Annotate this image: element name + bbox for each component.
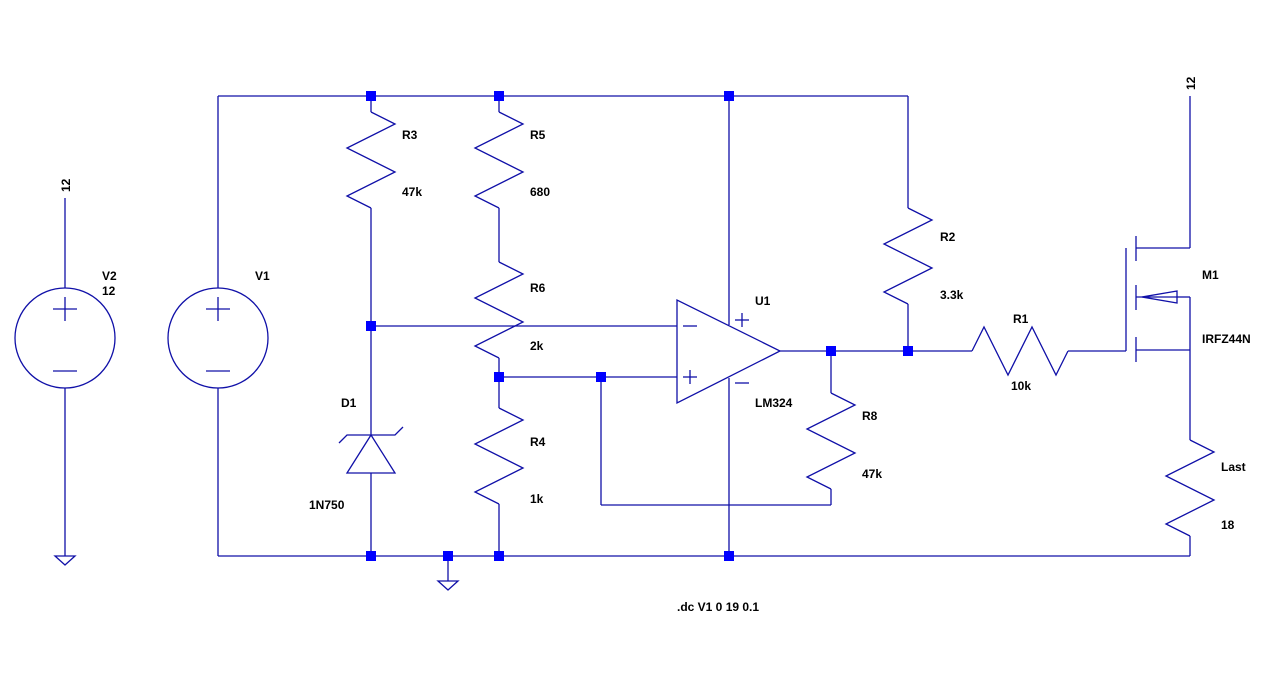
r4-value-label: 1k: [530, 492, 544, 506]
junction-dot: [366, 321, 376, 331]
r6-name-label: R6: [530, 281, 546, 295]
m1-mosfet[interactable]: [1125, 96, 1191, 440]
r2-resistor[interactable]: [882, 96, 934, 351]
junction-dot: [366, 551, 376, 561]
junction-dot: [903, 346, 913, 356]
junction-dot: [366, 91, 376, 101]
junction-dot: [596, 372, 606, 382]
junction-dot: [724, 551, 734, 561]
spice-directive[interactable]: .dc V1 0 19 0.1: [677, 600, 759, 614]
junction-dots: [366, 91, 913, 561]
u1-name-label: U1: [755, 294, 771, 308]
r6-value-label: 2k: [530, 339, 544, 353]
r5-resistor[interactable]: [473, 96, 525, 262]
m1-name-label: M1: [1202, 268, 1219, 282]
d1-zener-diode[interactable]: [338, 326, 404, 556]
v2-source[interactable]: [14, 198, 116, 556]
m1-value-label: IRFZ44N: [1202, 332, 1251, 346]
junction-dot: [494, 91, 504, 101]
load-resistor[interactable]: [1164, 439, 1216, 556]
m1-net-label: 12: [1184, 76, 1198, 90]
d1-name-label: D1: [341, 396, 357, 410]
v2-net-label: 12: [59, 178, 73, 192]
v1-source[interactable]: [167, 96, 269, 556]
ground-symbol: [53, 555, 77, 566]
r3-value-label: 47k: [402, 185, 422, 199]
r4-name-label: R4: [530, 435, 546, 449]
junction-dot: [826, 346, 836, 356]
u1-opamp[interactable]: [676, 96, 972, 556]
r5-value-label: 680: [530, 185, 550, 199]
ground-symbol: [436, 556, 460, 591]
d1-value-label: 1N750: [309, 498, 345, 512]
r3-resistor[interactable]: [345, 96, 397, 326]
load-name-label: Last: [1221, 460, 1246, 474]
r3-name-label: R3: [402, 128, 418, 142]
u1-value-label: LM324: [755, 396, 793, 410]
junction-dot: [443, 551, 453, 561]
junction-dot: [724, 91, 734, 101]
load-value-label: 18: [1221, 518, 1235, 532]
r8-name-label: R8: [862, 409, 878, 423]
v2-name-label: V2: [102, 269, 117, 283]
r4-resistor[interactable]: [473, 407, 525, 556]
reference-wire: [371, 325, 831, 506]
r1-resistor[interactable]: [971, 325, 1126, 377]
junction-dot: [494, 372, 504, 382]
v2-value-label: 12: [102, 284, 116, 298]
r8-value-label: 47k: [862, 467, 882, 481]
r2-value-label: 3.3k: [940, 288, 964, 302]
r2-name-label: R2: [940, 230, 956, 244]
r8-resistor[interactable]: [805, 351, 857, 505]
v1-name-label: V1: [255, 269, 270, 283]
r1-value-label: 10k: [1011, 379, 1031, 393]
r6-resistor[interactable]: [473, 261, 525, 408]
r5-name-label: R5: [530, 128, 546, 142]
junction-dot: [494, 551, 504, 561]
r1-name-label: R1: [1013, 312, 1029, 326]
